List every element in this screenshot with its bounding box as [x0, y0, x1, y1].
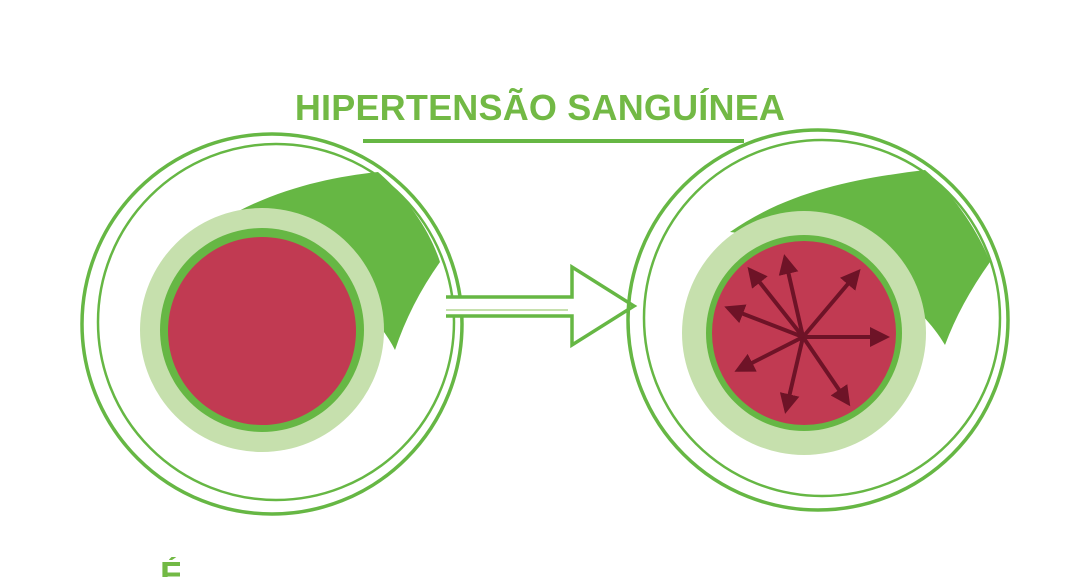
pressure-arrow [779, 336, 805, 414]
pressure-arrow [724, 304, 804, 339]
pressure-arrow [747, 266, 805, 339]
outward-arrows-icon [724, 254, 890, 414]
pressure-arrow [734, 335, 804, 372]
arrow-outline [446, 263, 638, 349]
cut-off-glyph: É [160, 557, 180, 577]
dilated-vessel-icon [626, 128, 1010, 512]
pressure-arrow [801, 268, 861, 339]
diagram-title: HIPERTENSÃO SANGUÍNEA [294, 87, 786, 128]
right-inner-ring [642, 138, 1002, 498]
left-inner-ring [96, 142, 456, 502]
cut-off-text: É [160, 557, 180, 577]
hollow-arrow-right-icon [446, 263, 638, 349]
left-outer-ring [80, 132, 464, 516]
left-blood-lumen [168, 237, 356, 425]
pressure-arrow [778, 254, 805, 338]
right-outer-ring [626, 128, 1010, 512]
normal-vessel-icon [80, 132, 464, 516]
pressure-arrow [801, 335, 851, 407]
